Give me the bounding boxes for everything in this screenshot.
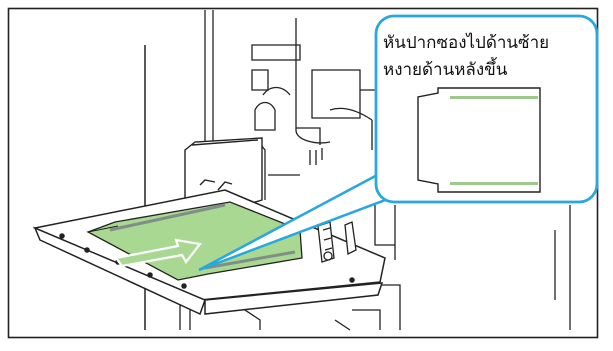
callout-pointer-edges bbox=[198, 171, 397, 272]
callout-pointer bbox=[199, 173, 396, 270]
paper-guide bbox=[184, 137, 263, 211]
insert-arrow bbox=[114, 238, 203, 268]
envelope-diagram bbox=[417, 87, 541, 193]
guide-clamp bbox=[317, 221, 357, 263]
